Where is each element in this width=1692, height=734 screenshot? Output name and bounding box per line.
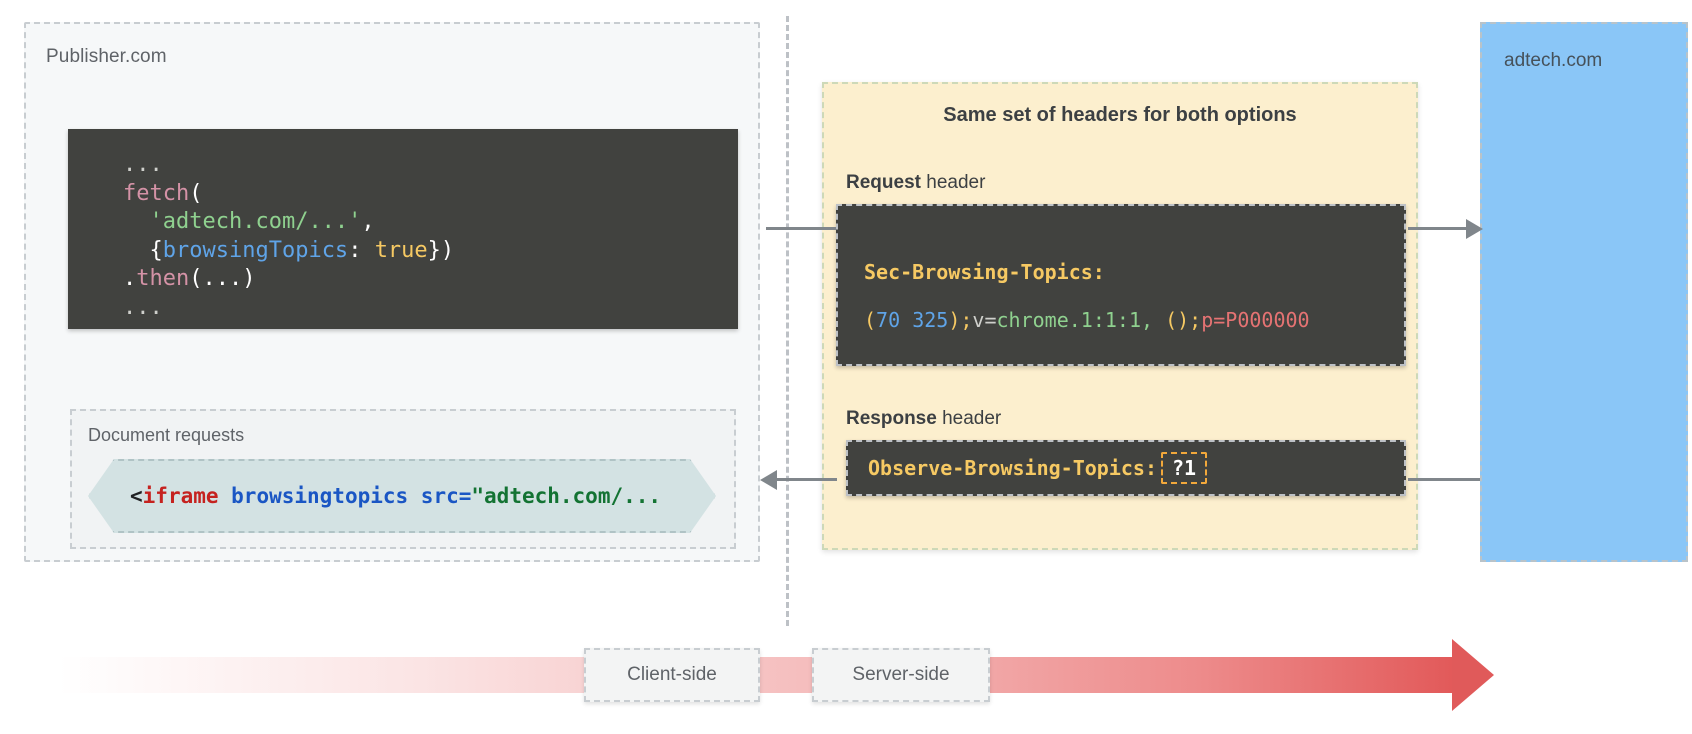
arrowhead-response-to-publisher-icon	[760, 470, 777, 490]
response-header-caption: Response header	[846, 408, 1001, 430]
connector-publisher-to-request	[766, 227, 836, 230]
response-header-code-block: Observe-Browsing-Topics:?1	[846, 440, 1406, 496]
headers-panel: Same set of headers for both options Req…	[822, 82, 1418, 550]
then-args: (...)	[189, 266, 256, 291]
fetch-code-trailing-dots: ...	[123, 294, 163, 320]
iframe-tag-name: iframe	[142, 484, 219, 508]
response-header-caption-bold: Response	[846, 408, 937, 429]
request-header-code-block: Sec-Browsing-Topics: (70 325);v=chrome.1…	[836, 204, 1406, 366]
fetch-code-leading-dots: ...	[123, 152, 163, 177]
iframe-angle-bracket: <	[130, 484, 143, 508]
browsingtopics-option-value: true	[374, 237, 428, 263]
arrowhead-request-to-adtech-icon	[1466, 219, 1483, 239]
request-header-caption: Request header	[846, 172, 985, 194]
fetch-dot: .	[123, 266, 137, 291]
adtech-panel: adtech.com	[1480, 22, 1688, 562]
request-value-paren-close: )	[948, 308, 961, 332]
fetch-brace-close: }	[427, 237, 441, 263]
request-value-version-value: chrome.1:1:1,	[996, 308, 1166, 332]
publisher-panel: Publisher.com ... fetch( 'adtech.com/...…	[24, 22, 760, 562]
iframe-src-value: "adtech.com/...	[471, 484, 662, 508]
request-value-topic-1: 70	[876, 308, 901, 332]
connector-response-to-publisher	[777, 478, 837, 481]
request-value-paren-open: (	[864, 308, 877, 332]
fetch-paren-open: (	[189, 180, 203, 206]
client-server-divider	[786, 16, 789, 626]
observe-browsing-topics-key: Observe-Browsing-Topics:	[868, 456, 1157, 480]
client-side-label: Client-side	[584, 648, 760, 702]
request-header-caption-bold: Request	[846, 172, 921, 193]
fetch-colon: :	[348, 237, 375, 263]
fetch-keyword: fetch	[123, 180, 190, 206]
fetch-url-string: 'adtech.com/...'	[149, 209, 362, 234]
request-value-topic-2: 325	[912, 308, 949, 332]
publisher-label: Publisher.com	[46, 46, 167, 67]
fetch-code-block: ... fetch( 'adtech.com/...', {browsingTo…	[68, 129, 738, 329]
document-requests-label: Document requests	[88, 425, 245, 445]
timeline-arrowhead-icon	[1452, 639, 1494, 711]
request-value-empty-parens: ()	[1165, 308, 1190, 332]
sec-browsing-topics-key: Sec-Browsing-Topics:	[864, 260, 1105, 284]
response-header-caption-rest: header	[936, 408, 1002, 429]
then-keyword: then	[136, 266, 190, 291]
document-requests-panel: Document requests <iframe browsingtopics…	[70, 409, 736, 549]
fetch-comma: ,	[361, 209, 375, 234]
request-value-semicolon-1: ;	[960, 308, 973, 332]
observe-browsing-topics-value: ?1	[1160, 452, 1208, 484]
request-header-caption-rest: header	[920, 172, 986, 193]
request-value-version-key: v=	[972, 308, 997, 332]
request-value-padding: p=P000000	[1201, 308, 1310, 332]
fetch-brace-open: {	[149, 237, 163, 263]
connector-adtech-to-response	[1408, 478, 1480, 481]
iframe-attributes: browsingtopics src=	[218, 484, 472, 508]
browsingtopics-option-key: browsingTopics	[162, 237, 349, 263]
iframe-snippet: <iframe browsingtopics src="adtech.com/.…	[88, 459, 716, 533]
server-side-label: Server-side	[812, 648, 990, 702]
connector-request-to-adtech	[1408, 227, 1470, 230]
headers-panel-title: Same set of headers for both options	[943, 104, 1297, 126]
fetch-paren-close: )	[440, 237, 455, 263]
request-value-semicolon-2: ;	[1189, 308, 1202, 332]
adtech-label: adtech.com	[1504, 50, 1603, 71]
request-value-space	[900, 308, 912, 332]
